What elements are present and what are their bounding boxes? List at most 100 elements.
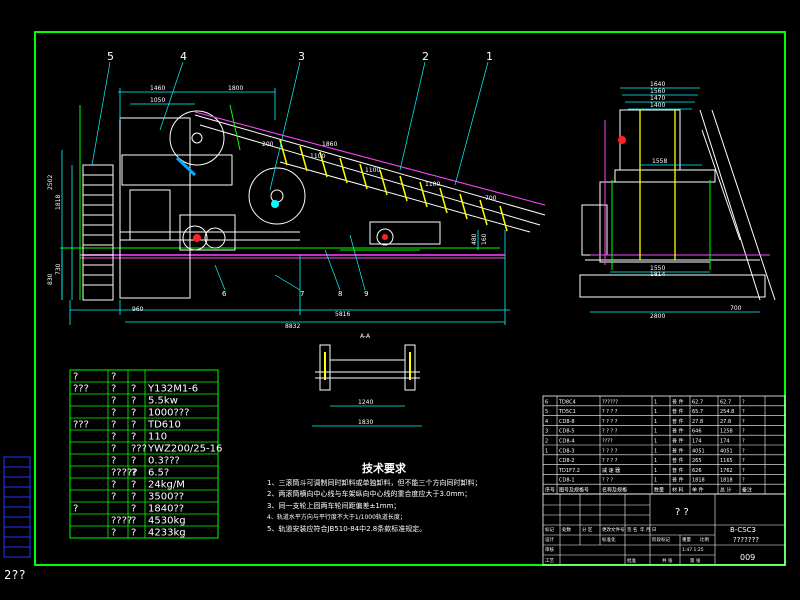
specs-cell: ?	[131, 384, 136, 395]
specs-cell: ?	[111, 372, 116, 383]
parts-cell: 1	[654, 429, 657, 435]
parts-cell: ?	[742, 439, 745, 445]
parts-cell: 626	[692, 468, 702, 474]
tb-label-sheet: 第 张	[690, 557, 701, 564]
parts-cell: 普 件	[672, 408, 684, 415]
specs-cell: ?	[131, 528, 136, 539]
parts-cell: ? ? ? ?	[602, 429, 618, 435]
specs-cell: Y132M1-6	[147, 384, 198, 395]
parts-cell: 265	[692, 458, 702, 464]
specs-cell: ?	[73, 372, 78, 383]
parts-cell: 普 件	[672, 457, 684, 464]
specs-cell: ???	[73, 420, 89, 431]
parts-cell: 1818	[720, 478, 733, 484]
dim-730: 730	[55, 263, 62, 275]
part-number-5: 5	[107, 50, 114, 63]
tech-note-2: 2、两滚筒横向中心线与车架纵向中心线的重合度应大于3.0mm；	[267, 489, 471, 498]
specs-cell: ?	[111, 444, 116, 455]
dim-8832: 8832	[285, 323, 300, 330]
parts-cell: 减 速 器	[602, 467, 620, 474]
parts-cell: ?	[742, 419, 745, 425]
parts-cell: 62.7	[720, 399, 731, 405]
tb-scale-value: 1:47.1:25	[682, 547, 704, 553]
side-dim-1814: 1814	[650, 271, 665, 278]
tb-part-name: ? ?	[675, 507, 689, 518]
side-dim-1400: 1400	[650, 102, 665, 109]
specs-cell: 3500??	[148, 492, 184, 503]
specs-cell: ?	[111, 408, 116, 419]
dim-830: 830	[47, 273, 54, 285]
specs-cell: TD610	[147, 420, 181, 431]
parts-cell: ?	[742, 458, 745, 464]
left-margin-strip	[3, 456, 31, 558]
dim-700: 700	[485, 195, 497, 202]
section-dim-1830: 1830	[358, 419, 373, 426]
tb-label-std: 标准化	[602, 536, 616, 543]
parts-cell: 254.8	[720, 409, 734, 415]
parts-cell: ?	[742, 409, 745, 415]
parts-cell: CD8-8	[559, 419, 575, 425]
tech-notes-title: 技术要求	[362, 461, 407, 475]
parts-cell: ?	[742, 468, 745, 474]
dim-1460: 1460	[150, 85, 165, 92]
dim-1818: 1818	[55, 195, 62, 210]
tb-label-process: 工艺	[545, 558, 554, 564]
parts-cell: TD1F7.2	[558, 468, 580, 474]
main-elevation-view	[60, 61, 546, 325]
dim-1050: 1050	[150, 97, 165, 104]
side-view: 1640 1560 1470 1400 1558 1550 1814 2800 …	[579, 81, 776, 320]
parts-cell: 4051	[692, 448, 705, 454]
tech-note-5: 5、轨道安装应符合JB510-84中2.8条款标准规定。	[267, 524, 426, 533]
specs-cell: 0.3???	[148, 456, 180, 467]
specs-cell: ?	[131, 516, 136, 527]
dim-1800: 1800	[228, 85, 243, 92]
tb-label-zone: 分 区	[582, 526, 593, 533]
specs-cell: ?	[131, 408, 136, 419]
parts-cell: CD8-3	[559, 448, 575, 454]
specs-cell: YWZ200/25-16	[147, 444, 222, 455]
part-number-2: 2	[422, 50, 429, 63]
parts-cell: CD8-2	[559, 458, 575, 464]
dim-1100a: 1100	[310, 153, 325, 160]
parts-cell: 普 件	[672, 398, 684, 405]
parts-cell: 1165	[720, 458, 733, 464]
tb-label-approve: 批准	[627, 557, 636, 564]
parts-cell: 1	[654, 478, 657, 484]
dim-160: 160	[481, 233, 488, 245]
specs-cell: 1840??	[148, 504, 184, 515]
tech-note-1: 1、三滚筒斗可调制同时卸料或单独卸料，但不能三个方向同时卸料；	[267, 478, 481, 487]
tb-label-total: 共 张	[662, 557, 673, 564]
tb-label-scale: 比例	[700, 536, 709, 543]
parts-header-cell: 单 件	[692, 487, 704, 494]
dim-480: 480	[471, 233, 478, 245]
specs-cell: ?	[131, 492, 136, 503]
parts-cell: 6	[545, 399, 548, 405]
specs-table: ???????Y132M1-6??5.5kw??1000????????TD61…	[69, 369, 222, 539]
parts-cell: 1	[654, 399, 657, 405]
parts-cell: 1	[654, 458, 657, 464]
tb-label-count: 处数	[562, 526, 571, 533]
parts-cell: 174	[692, 439, 702, 445]
tech-note-3: 3、同一支轮上固两车轮间距偏差±1mm；	[267, 501, 400, 510]
specs-cell: ?	[111, 432, 116, 443]
specs-cell: ?	[111, 384, 116, 395]
specs-cell: ?	[131, 480, 136, 491]
side-dim-1560: 1560	[650, 88, 665, 95]
parts-header-cell: 备注	[742, 487, 752, 494]
parts-header-cell: 数量	[654, 487, 664, 494]
parts-cell: CD8-1	[559, 478, 575, 484]
dim-960: 960	[132, 306, 144, 313]
specs-cell: ?	[131, 456, 136, 467]
parts-cell: 1818	[692, 478, 705, 484]
specs-cell: 110	[148, 432, 167, 443]
parts-header-cell: 序号	[545, 487, 555, 494]
parts-cell: ?	[742, 448, 745, 454]
title-block: 标记 处数 分 区 更改文件号 签 名 年 月 日 设计 标准化 审核 工艺 阶…	[542, 493, 786, 566]
specs-cell: ?	[111, 528, 116, 539]
parts-cell: 646	[692, 429, 702, 435]
specs-cell: ?	[131, 420, 136, 431]
parts-cell: 27.8	[692, 419, 703, 425]
parts-cell: 普 件	[672, 477, 684, 484]
side-dim-1470: 1470	[650, 95, 665, 102]
parts-cell: 1762	[720, 468, 733, 474]
